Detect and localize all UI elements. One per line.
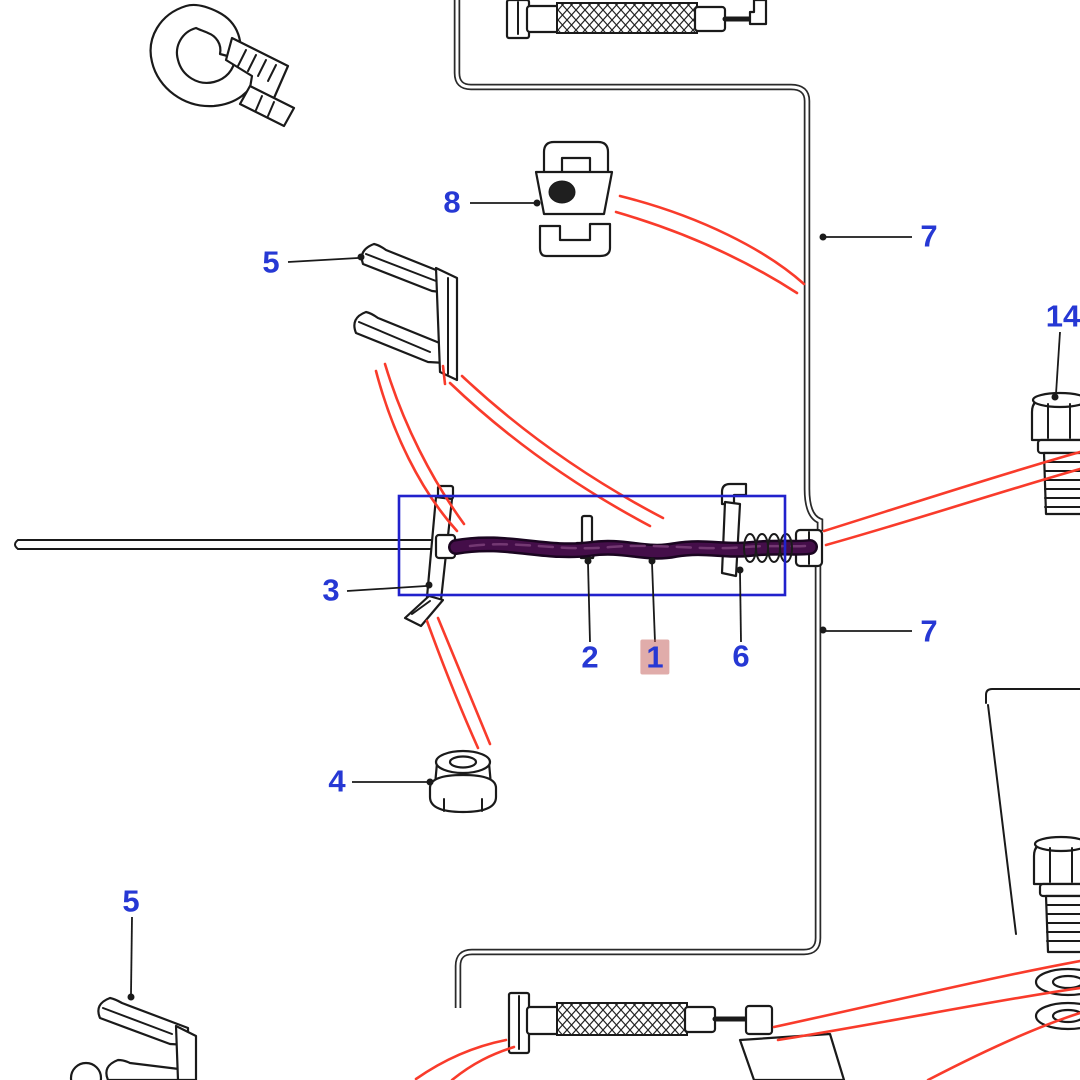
- callout-1[interactable]: 1: [640, 639, 670, 675]
- part-5-clip-lower[interactable]: [69, 996, 198, 1080]
- part-8-clamp[interactable]: [534, 140, 614, 258]
- callout-2[interactable]: 2: [581, 639, 599, 675]
- callout-8[interactable]: 8: [443, 184, 461, 220]
- part-hose-bottom[interactable]: [507, 991, 846, 1080]
- selection-box[interactable]: [397, 494, 787, 597]
- brake-rod-left[interactable]: [14, 539, 438, 550]
- red-leader-curves: [374, 194, 1080, 1080]
- part-5-clip-upper[interactable]: [353, 242, 459, 386]
- callout-5-upper[interactable]: 5: [262, 244, 280, 280]
- brake-pipe-upper[interactable]: [453, 0, 824, 531]
- part-bolt-bottom-right[interactable]: [985, 688, 1080, 954]
- callout-4[interactable]: 4: [328, 763, 346, 799]
- part-4-nut[interactable]: [428, 749, 498, 814]
- callout-3[interactable]: 3: [322, 572, 340, 608]
- callout-14[interactable]: 14: [1045, 298, 1080, 334]
- callout-6[interactable]: 6: [732, 638, 750, 674]
- callout-5-lower[interactable]: 5: [122, 883, 140, 919]
- callout-7-lower[interactable]: 7: [920, 613, 938, 649]
- brake-pipe-lower[interactable]: [454, 560, 822, 1008]
- part-clip-top-left[interactable]: [149, 3, 296, 128]
- part-hose-top[interactable]: [505, 0, 768, 40]
- callout-7-upper[interactable]: 7: [920, 218, 938, 254]
- callout-leader-lines: [127, 199, 1061, 1001]
- part-1-hose-selected[interactable]: [434, 533, 818, 563]
